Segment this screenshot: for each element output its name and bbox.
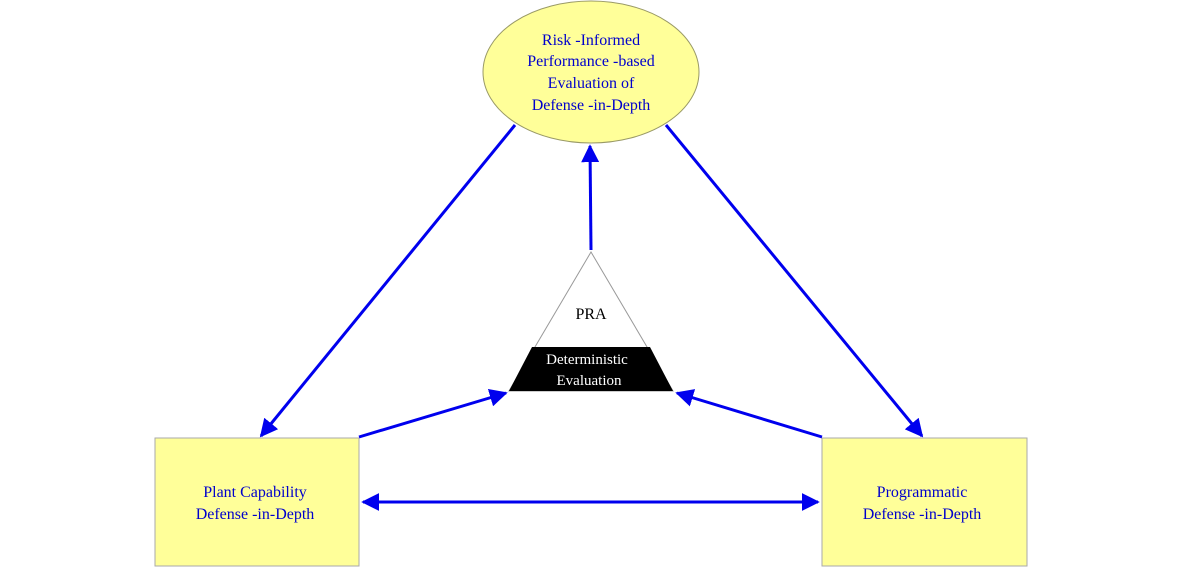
deterministic-line-1: Deterministic xyxy=(546,352,628,368)
arrow-triangle-to-top xyxy=(581,144,600,251)
arrow-left-to-triangle xyxy=(358,389,508,439)
node-programmatic-shape xyxy=(821,437,1028,567)
triangle-base-band xyxy=(509,347,673,391)
arrow-top-to-right xyxy=(664,124,924,438)
node-plant-capability: Plant Capability Defense -in-Depth xyxy=(154,437,360,567)
node-top-line-2: Performance -based xyxy=(527,53,655,70)
node-top-line-3: Evaluation of xyxy=(548,75,635,92)
node-risk-informed-shape xyxy=(482,0,700,144)
node-pra-deterministic: PRA Deterministic Evaluation xyxy=(508,251,674,392)
node-programmatic: Programmatic Defense -in-Depth xyxy=(821,437,1028,567)
node-right-line-2: Defense -in-Depth xyxy=(863,506,982,523)
node-left-line-2: Defense -in-Depth xyxy=(196,506,315,523)
node-plant-capability-shape xyxy=(154,437,360,567)
node-risk-informed-evaluation: Risk -Informed Performance -based Evalua… xyxy=(482,0,700,144)
node-top-line-1: Risk -Informed xyxy=(542,32,640,49)
arrow-right-to-triangle xyxy=(675,389,823,439)
pra-label: PRA xyxy=(575,306,607,323)
node-left-line-1: Plant Capability xyxy=(203,484,307,501)
node-top-line-4: Defense -in-Depth xyxy=(532,97,651,114)
deterministic-line-2: Evaluation xyxy=(557,373,622,389)
node-right-line-1: Programmatic xyxy=(877,484,968,501)
arrow-top-to-left xyxy=(259,124,517,438)
